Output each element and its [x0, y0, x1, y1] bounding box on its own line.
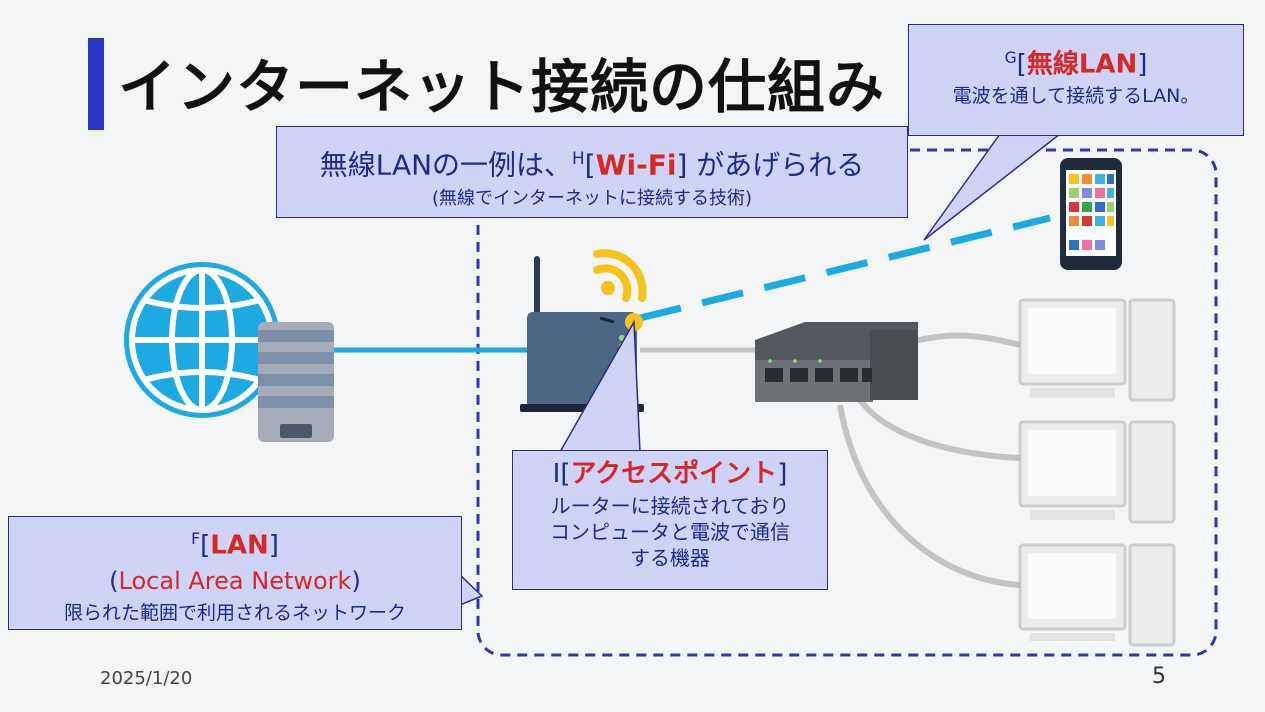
paren-open: ( — [109, 566, 119, 595]
wifi-prefix: 無線LANの一例は、 — [319, 148, 573, 182]
page-number: 5 — [1152, 664, 1166, 689]
title-accent-bar — [88, 38, 104, 130]
wireless-link — [639, 214, 1051, 322]
access-point-desc-line: する機器 — [630, 546, 710, 570]
bracket-open: [ — [584, 148, 596, 182]
access-point-term: アクセスポイント — [570, 459, 778, 489]
wireless-lan-callout: G[無線LAN] 電波を通して接続するLAN。 — [908, 24, 1244, 136]
access-point-callout: I[アクセスポイント] ルーターに接続されており コンピュータと電波で通信 する… — [512, 450, 828, 590]
lan-expansion: Local Area Network — [118, 566, 352, 595]
smartphone-icon — [1060, 158, 1122, 270]
building-icon — [258, 322, 334, 442]
lan-label: F — [191, 530, 201, 548]
wifi-label: H — [572, 148, 585, 168]
bracket-close: ] — [676, 148, 688, 182]
page-title: インターネット接続の仕組み — [118, 53, 886, 121]
wireless-lan-term: 無線LAN — [1026, 49, 1138, 80]
bracket-close: ] — [268, 530, 279, 561]
lan-callout: F[LAN] (Local Area Network) 限られた範囲で利用される… — [8, 516, 462, 630]
bracket-close: ] — [1137, 49, 1148, 80]
switching-hub-icon — [755, 322, 918, 402]
desktop-computer-icon — [1018, 298, 1176, 402]
desktop-computer-icon — [1018, 420, 1176, 524]
wireless-lan-desc: 電波を通して接続するLAN。 — [952, 84, 1200, 107]
hub-to-pc3-cable — [837, 404, 1021, 588]
access-point-desc-line: ルーターに接続されており — [550, 494, 790, 518]
access-point-desc-line: コンピュータと電波で通信 — [550, 520, 790, 544]
wifi-suffix: があげられる — [687, 148, 865, 182]
bracket-close: ] — [777, 459, 788, 489]
hub-to-pc2-cable — [857, 398, 1021, 461]
wifi-term: Wi-Fi — [595, 148, 677, 182]
wifi-callout: 無線LANの一例は、H[Wi-Fi] があげられる (無線でインターネットに接続… — [276, 126, 908, 218]
wireless-lan-label: G — [1004, 49, 1017, 67]
wifi-note: (無線でインターネットに接続する技術) — [431, 188, 753, 210]
paren-close: ) — [351, 566, 361, 595]
bracket-open: [ — [560, 459, 571, 489]
lan-term: LAN — [210, 530, 269, 561]
bracket-open: [ — [200, 530, 211, 561]
access-point-label: I — [552, 459, 561, 489]
lan-desc: 限られた範囲で利用されるネットワーク — [63, 601, 406, 624]
bracket-open: [ — [1016, 49, 1027, 80]
desktop-computer-icon — [1018, 543, 1176, 647]
footer-date: 2025/1/20 — [100, 668, 193, 689]
globe-icon — [124, 262, 280, 418]
